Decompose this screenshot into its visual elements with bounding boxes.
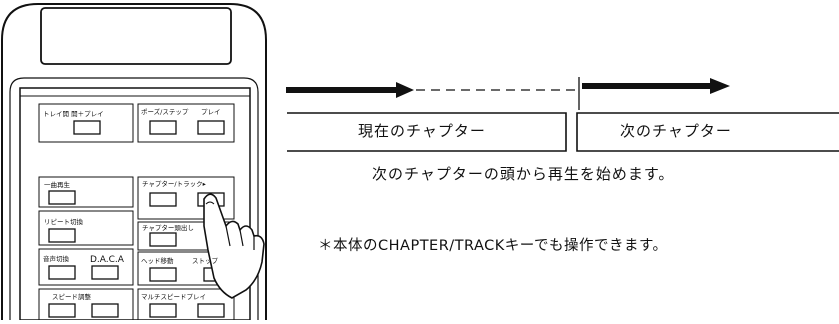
remote-display-window: [40, 7, 232, 65]
current-progress-arrow-head: [396, 82, 414, 98]
caption-text: 次のチャプターの頭から再生を始めます。: [372, 165, 675, 183]
remote-label-stop: ストップ: [192, 257, 219, 265]
remote-row4-group-a: [38, 248, 134, 286]
remote-row3-group-a: [38, 210, 134, 246]
remote-label-pause: ポーズ/ステップ: [141, 107, 189, 116]
footnote-text: ＊本体のCHAPTER/TRACKキーでも操作できます。: [318, 238, 668, 254]
remote-row2-group-a: [38, 176, 134, 208]
current-chapter-label: 現在のチャプター: [358, 122, 486, 140]
timeline: [286, 77, 839, 152]
remote-speed-down-button: [48, 303, 76, 318]
remote-multispeed-left-button: [149, 303, 177, 318]
remote-speed-up-button: [91, 303, 119, 318]
remote-label-multispeed: マルチスピードプレイ: [141, 293, 206, 301]
next-chapter-label: 次のチャプター: [620, 122, 732, 140]
next-chapter-bar: [576, 112, 839, 152]
remote-single-play-button: [48, 190, 76, 205]
remote-daca-button: [91, 265, 119, 280]
next-progress-arrow-head: [710, 78, 730, 94]
remote-multispeed-right-button: [197, 303, 225, 318]
remote-label-head-move: ヘッド移動: [141, 256, 174, 265]
remote-open-play-button: [73, 120, 101, 135]
remote-label-speed: スピード調整: [52, 292, 92, 301]
remote-label-chapter: チャプター/トラック▸: [142, 179, 207, 188]
remote-row1-group-b: [137, 103, 235, 143]
remote-label-open-play: トレイ開 開＋プレイ: [43, 110, 104, 118]
remote-control: [1, 3, 267, 321]
remote-inner-edge: [9, 77, 259, 320]
remote-label-search: チャプター頭出し: [142, 223, 194, 232]
remote-head-move-button: [149, 267, 177, 282]
remote-label-repeat: リピート切換: [44, 217, 84, 226]
remote-label-audio: 音声切換: [43, 254, 70, 263]
remote-play-button: [197, 120, 225, 135]
remote-row2-group-b: [137, 176, 235, 220]
remote-search-button: [149, 232, 177, 247]
remote-repeat-button: [48, 228, 76, 243]
remote-labels: トレイ開 開＋プレイ ポーズ/ステップ プレイ 一曲再生 チャプター/トラック▸…: [43, 107, 221, 301]
remote-row1-group-a: [38, 103, 134, 143]
remote-label-play: プレイ: [201, 108, 221, 116]
current-chapter-bar: [287, 112, 567, 152]
remote-label-daca: D.A.C.A: [90, 255, 125, 265]
pressing-hand-icon: [203, 193, 265, 299]
remote-audio-button: [48, 265, 76, 280]
remote-body-outline: [1, 3, 267, 320]
remote-label-single-play: 一曲再生: [44, 180, 71, 189]
remote-pause-button: [149, 120, 177, 135]
remote-chapter-prev-button: [149, 192, 177, 207]
